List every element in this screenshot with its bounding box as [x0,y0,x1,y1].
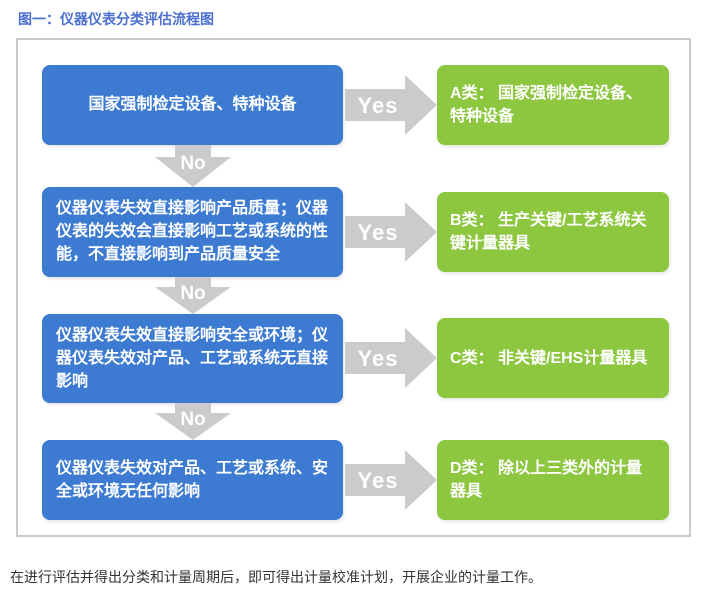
yes-arrow-shape [345,450,437,511]
flow-row-3: 仪器仪表失效直接影响安全或环境；仪器仪表失效对产品、工艺或系统无直接影响 Yes… [42,313,689,404]
figure-title: 图一：仪器仪表分类评估流程图 [18,11,214,27]
no-arrow-cell-1: No [42,145,343,187]
no-arrow-cell-2: No [42,276,343,314]
yes-arrow-cell-1: Yes [343,75,437,135]
result-box-b: B类： 生产关键/工艺系统关键计量器具 [437,191,669,272]
yes-arrow-shape [345,201,437,262]
yes-arrow-shape [345,75,437,135]
condition-box-1: 国家强制检定设备、特种设备 [42,65,343,145]
no-label: No [180,153,205,174]
result-box-d: D类： 除以上三类外的计量器具 [437,440,669,521]
yes-arrow-icon: Yes [345,450,437,511]
result-box-c: C类： 非关键/EHS计量器具 [437,318,669,399]
yes-label: Yes [358,220,399,245]
condition-box-3: 仪器仪表失效直接影响安全或环境；仪器仪表失效对产品、工艺或系统无直接影响 [42,313,343,404]
no-arrow-icon: No [154,145,231,187]
result-box-a: A类： 国家强制检定设备、特种设备 [437,65,669,145]
no-label: No [180,283,205,304]
yes-arrow-icon: Yes [345,328,437,389]
yes-arrow-shape [345,328,437,389]
no-arrow-shape [154,403,231,441]
yes-arrow-icon: Yes [345,75,437,135]
no-arrow-shape [154,145,231,187]
flowchart-frame: 国家强制检定设备、特种设备 Yes A类： 国家强制检定设备、特种设备 No 仪… [16,38,691,537]
yes-arrow-cell-2: Yes [343,201,437,262]
condition-box-4: 仪器仪表失效对产品、工艺或系统、安全或环境无任何影响 [42,440,343,521]
yes-label: Yes [358,93,399,118]
no-arrow-cell-3: No [42,403,343,441]
no-label: No [180,409,205,430]
no-arrow-icon: No [154,276,231,314]
yes-label: Yes [358,346,399,371]
footer-note: 在进行评估并得出分类和计量周期后，即可得出计量校准计划，开展企业的计量工作。 [10,569,542,585]
condition-box-2: 仪器仪表失效直接影响产品质量；仪器仪表的失效会直接影响工艺或系统的性能，不直接影… [42,187,343,277]
yes-arrow-cell-4: Yes [343,450,437,511]
flow-row-4: 仪器仪表失效对产品、工艺或系统、安全或环境无任何影响 Yes D类： 除以上三类… [42,440,689,521]
flow-row-1: 国家强制检定设备、特种设备 Yes A类： 国家强制检定设备、特种设备 [42,65,689,145]
flow-row-2: 仪器仪表失效直接影响产品质量；仪器仪表的失效会直接影响工艺或系统的性能，不直接影… [42,187,689,277]
yes-arrow-icon: Yes [345,201,437,262]
no-arrow-icon: No [154,403,231,441]
yes-arrow-cell-3: Yes [343,328,437,389]
yes-label: Yes [358,468,399,493]
no-arrow-shape [154,276,231,314]
